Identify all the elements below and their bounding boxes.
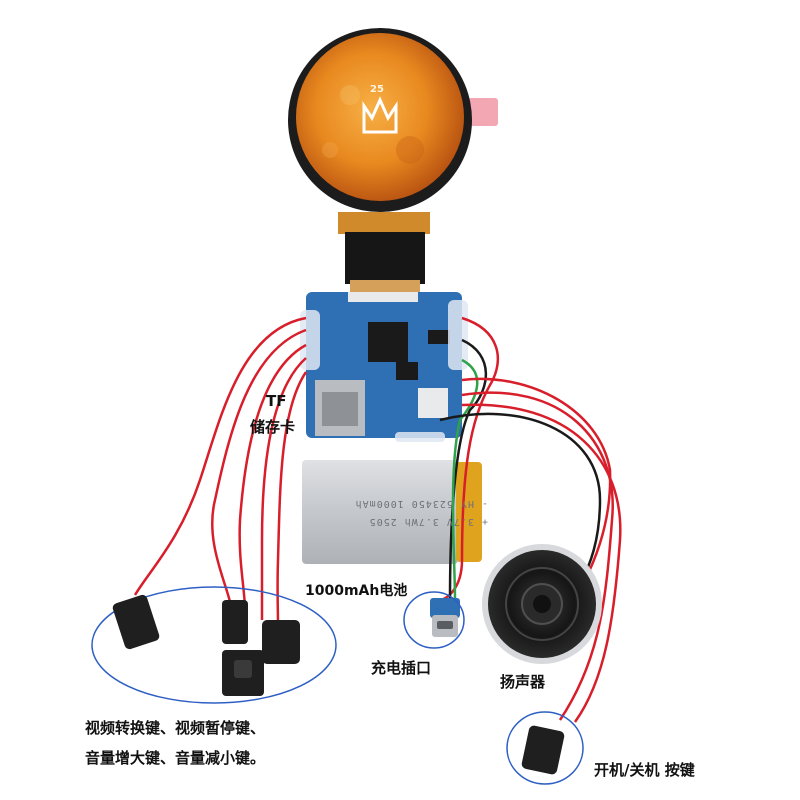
charge-port-highlight [403,591,465,649]
wire-bundle-buttons [133,316,308,626]
label-keys-line1: 视频转换键、视频暂停键、 [85,719,266,737]
screen-number: 25 [370,84,384,95]
main-pcb-board [300,292,468,442]
power-button [521,725,565,775]
label-battery: 1000mAh电池 [305,583,408,599]
label-keys-line2: 音量增大键、音量减小键。 [85,749,266,767]
battery-print-line2: - HY 523450 1000mAh [354,498,488,509]
battery-print-line1: + 3.7V 3.7Wh 2505 [368,516,488,527]
speaker [482,544,602,664]
round-lcd-screen [288,28,498,212]
video-switch-button [112,594,160,650]
label-power-key: 开机/关机 按键 [594,761,695,779]
label-tf: TF [266,392,287,410]
flex-tab [468,98,498,126]
power-button-group [506,711,584,785]
battery-print: + 3.7V 3.7Wh 2505 - HY 523450 1000mAh [318,490,488,530]
main-chip [368,322,408,362]
crown-logo-icon [362,96,398,134]
volume-up-button [262,620,300,664]
label-charge-port: 充电插口 [371,659,432,677]
control-buttons-group [91,586,337,704]
power-button-highlight [506,711,584,785]
volume-down-button [222,650,264,696]
video-pause-button [222,600,248,644]
buttons-highlight [91,586,337,704]
flex-cable [338,212,430,300]
wire-bundle-right [439,316,622,723]
usb-charge-port [403,591,465,649]
label-tf-storage: 储存卡 [250,418,296,436]
label-speaker: 扬声器 [500,673,546,691]
